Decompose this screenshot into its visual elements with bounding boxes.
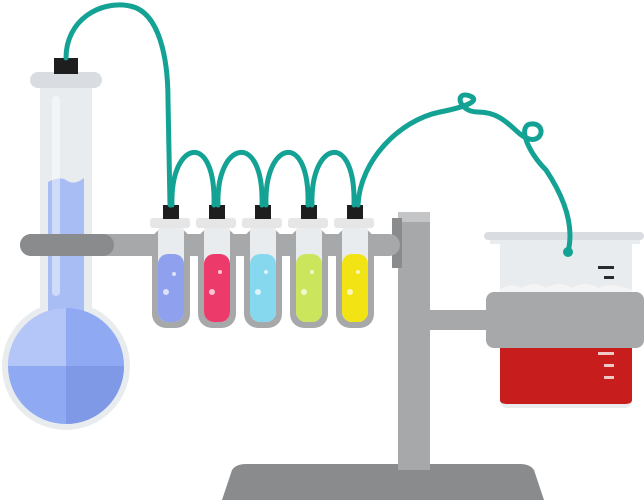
- stand-base: [222, 464, 544, 500]
- beaker-icon: [484, 232, 644, 408]
- test-tube-blue: [150, 205, 190, 328]
- tubing-end: [563, 247, 573, 257]
- test-tube-cyan: [242, 205, 282, 328]
- test-tube-pink: [196, 205, 236, 328]
- test-tube-lime: [288, 205, 328, 328]
- test-tube-rack: [150, 205, 374, 328]
- round-bottom-flask-icon: [2, 58, 130, 430]
- test-tube-yellow: [334, 205, 374, 328]
- tubing-icon: [63, 2, 573, 255]
